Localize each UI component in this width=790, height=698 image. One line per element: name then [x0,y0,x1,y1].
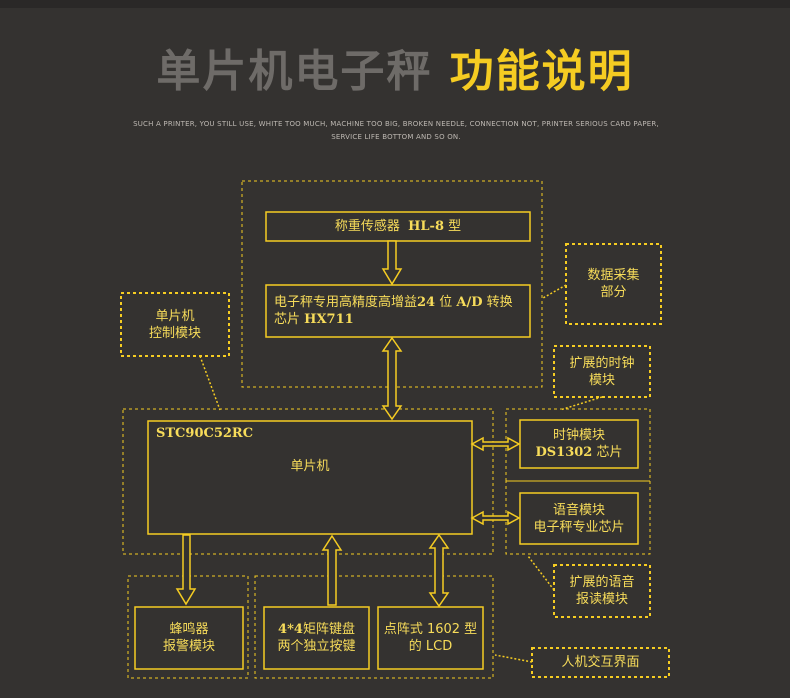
arrow-mcu-to-buzzer [175,534,197,606]
adc-line2-pre: 芯片 [274,312,301,327]
adc-line1-post: 转换 [486,295,513,310]
sensor-label: 称重传感器 HL-8 型 [266,212,530,241]
lcd-label: 点阵式 1602 型 的 LCD [378,607,483,669]
arrow-mcu-lcd [428,533,450,608]
voice-label: 语音模块 电子秤专业芯片 [520,493,638,544]
leader-data-acq [542,284,567,299]
title-part-1: 单片机电子秤 [156,46,433,97]
adc-line1-pre: 电子秤专用高精度高增益 [274,295,418,310]
buzzer-line2: 报警模块 [162,639,215,654]
clock-label: 时钟模块 DS1302 芯片 [520,420,638,468]
callout-hmi-box [531,647,670,678]
leader-ext-voice [527,555,555,591]
callout-mcu-module-box [120,292,230,357]
sensor-label-pre: 称重传感器 [334,219,400,234]
callout-ext-clock-text: 扩展的时钟 模块 [569,355,635,388]
keypad-line2: 两个独立按键 [277,639,356,654]
callout-data-acq: 数据采集 部分 [566,244,661,324]
clock-line2-post: 芯片 [596,445,623,460]
callout-ext-voice-box [553,564,651,618]
adc-box [265,284,531,338]
lcd-line2: 的 LCD [408,639,453,654]
leader-mcu-module [199,355,221,411]
page-title: 单片机电子秤 功能说明 [0,44,790,100]
adc-bits: 24 [417,295,436,310]
voice-line2: 电子秤专业芯片 [533,519,625,535]
voice-line1: 语音模块 [552,502,605,518]
arrow-sensor-to-adc [381,240,403,286]
top-bar [0,0,790,8]
buzzer-line1: 蜂鸣器 [169,622,209,637]
clock-chip-model: DS1302 [535,445,593,460]
hmi-group [254,575,494,679]
keypad-line1-post: 矩阵键盘 [302,622,355,637]
keypad-size: 4*4 [278,622,303,637]
buzzer-label: 蜂鸣器 报警模块 [135,607,243,669]
arrow-mcu-clock [470,436,521,452]
adc-chip-model: HX711 [304,312,354,327]
mcu-box [147,420,473,535]
mcu-model: STC90C52RC [156,425,254,441]
callout-ext-voice: 扩展的语音 报读模块 [554,565,650,617]
adc-label: 电子秤专用高精度高增益24 位 A/D 转换 芯片 HX711 [274,288,528,334]
callout-hmi-text: 人机交互界面 [561,655,640,670]
arrow-mcu-voice [470,510,521,526]
arrow-adc-mcu [381,336,403,421]
callout-hmi: 人机交互界面 [532,648,669,677]
sensor-label-post: 型 [448,219,462,234]
callout-data-acq-box [565,243,662,325]
adc-ad: A/D [456,295,483,310]
callout-data-acq-text: 数据采集 部分 [587,268,640,300]
callout-ext-voice-text: 扩展的语音 报读模块 [569,575,635,607]
leader-hmi [494,654,533,663]
lcd-box [377,606,484,670]
lcd-line1: 点阵式 1602 型 [383,622,478,637]
sensor-box [265,211,531,242]
mcu-label: 单片机 [290,458,330,474]
leader-ext-clock [559,396,603,411]
keypad-box [263,606,370,670]
voice-box [519,492,639,545]
callout-mcu-module-text: 单片机 控制模块 [148,308,201,341]
callout-mcu-module: 单片机 控制模块 [121,293,229,356]
title-part-2: 功能说明 [449,46,634,97]
page-subtitle: SUCH A PRINTER, YOU STILL USE, WHITE TOO… [133,120,659,141]
sensor-model: HL-8 [408,219,444,234]
buzzer-box [134,606,244,670]
keypad-label: 4*4矩阵键盘 两个独立按键 [264,607,369,669]
adc-line1-mid: 位 [439,295,453,310]
callout-ext-clock: 扩展的时钟 模块 [554,346,650,397]
arrow-keypad-to-mcu [321,534,343,606]
clock-line1: 时钟模块 [552,428,605,443]
